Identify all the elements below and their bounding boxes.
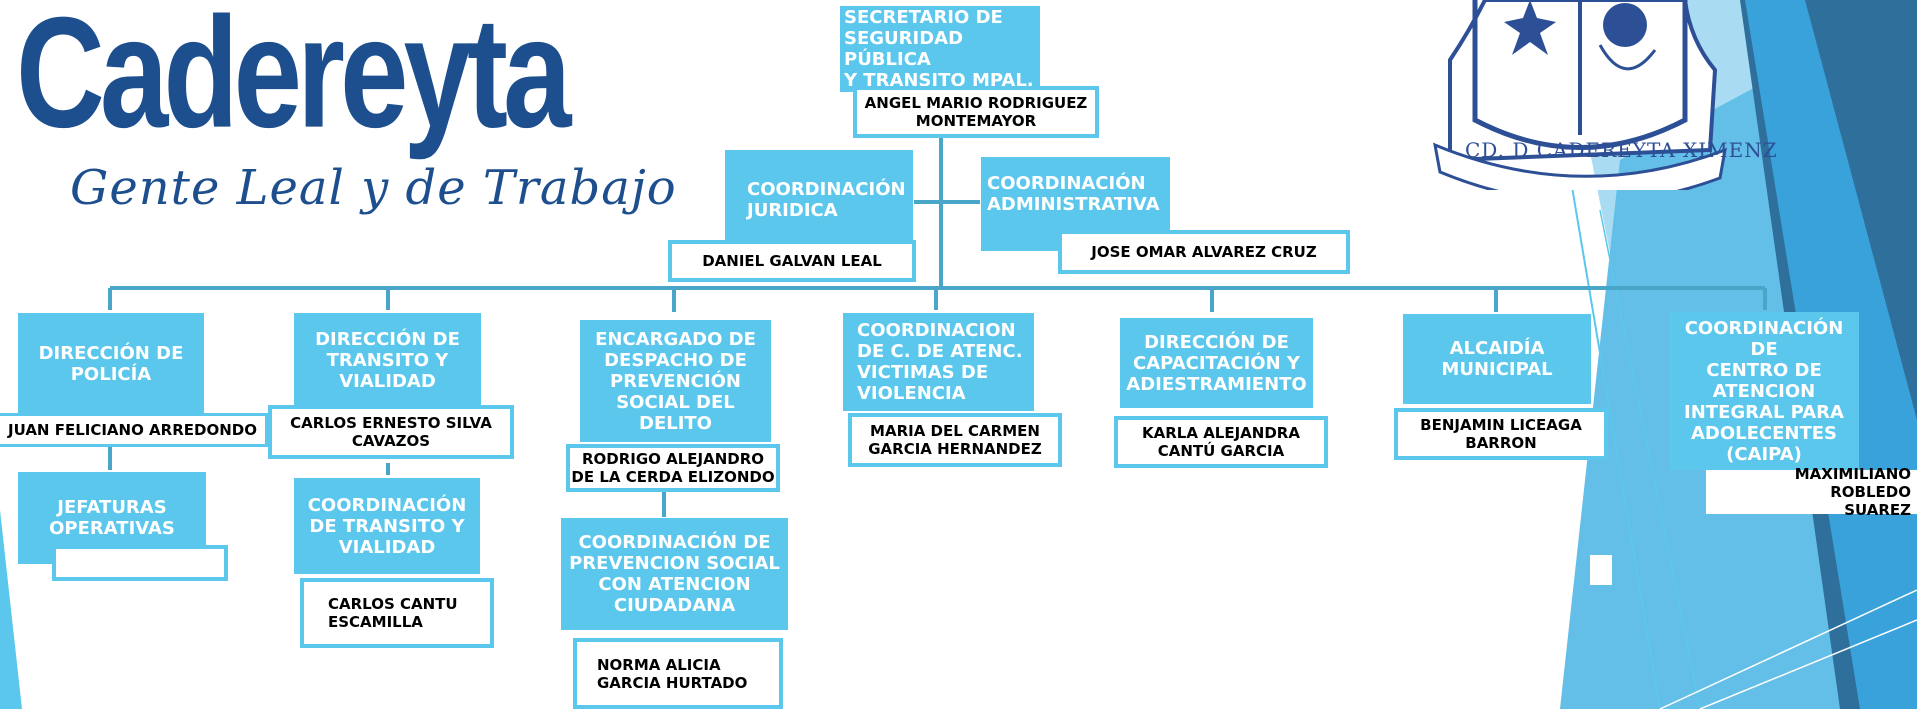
- unit-policia-box: DIRECCIÓN DE POLICÍA: [18, 313, 204, 415]
- star-icon: [1504, 0, 1556, 55]
- subunit-transito-title: COORDINACIÓN DE TRANSITO Y VIALIDAD: [307, 494, 467, 558]
- unit-transito-box: DIRECCIÓN DE TRANSITO Y VIALIDAD: [294, 313, 481, 407]
- deco-line: [1699, 619, 1917, 709]
- municipal-seal: [1433, 0, 1727, 190]
- subunit-jefaturas-name-tag: [52, 545, 228, 581]
- unit-capacitacion-name-tag: KARLA ALEJANDRA CANTÚ GARCIA: [1114, 416, 1328, 468]
- unit-alcaidia-box: ALCAIDÍA MUNICIPAL: [1403, 314, 1591, 404]
- unit-capacitacion-box: DIRECCIÓN DE CAPACITACIÓN Y ADIESTRAMIEN…: [1120, 318, 1313, 408]
- unit-alcaidia-name-tag: BENJAMIN LICEAGA BARRON: [1394, 408, 1608, 460]
- unit-victimas-box: COORDINACION DE C. DE ATENC. VICTIMAS DE…: [843, 313, 1034, 411]
- staff-juridica-name-tag: DANIEL GALVAN LEAL: [668, 240, 916, 282]
- unit-caipa-box: COORDINACIÓN DE CENTRO DE ATENCION INTEG…: [1669, 312, 1859, 470]
- subunit-transito-name-tag: CARLOS CANTU ESCAMILLA: [300, 578, 494, 648]
- seal-ribbon-text: CD. D CADEREYTA XIMENZ: [1465, 138, 1778, 162]
- unit-transito-name-tag: CARLOS ERNESTO SILVA CAVAZOS: [268, 405, 514, 459]
- staff-administrativa-title: COORDINACIÓN ADMINISTRATIVA: [987, 173, 1160, 215]
- staff-juridica-box: COORDINACIÓN JURIDICA: [725, 150, 913, 250]
- head-title: SECRETARIO DE SEGURIDAD PÚBLICA Y TRANSI…: [844, 7, 1034, 91]
- unit-prevencion-name-tag: RODRIGO ALEJANDRO DE LA CERDA ELIZONDO: [566, 444, 780, 492]
- subunit-prevencion-title: COORDINACIÓN DE PREVENCION SOCIAL CON AT…: [569, 532, 780, 616]
- deco-left-shard: [0, 510, 22, 709]
- subunit-prevencion-name-tag: NORMA ALICIA GARCIA HURTADO: [573, 638, 783, 709]
- deco-line: [1659, 589, 1917, 709]
- unit-prevencion-title: ENCARGADO DE DESPACHO DE PREVENCIÓN SOCI…: [595, 328, 756, 434]
- staff-juridica-title: COORDINACIÓN JURIDICA: [747, 179, 906, 221]
- logo-wordmark: Cadereyta: [16, 0, 571, 161]
- deco-line: [1569, 174, 1661, 709]
- unit-victimas-name-tag: MARIA DEL CARMEN GARCIA HERNANDEZ: [848, 413, 1062, 467]
- unit-caipa-title: COORDINACIÓN DE CENTRO DE ATENCION INTEG…: [1684, 317, 1844, 465]
- head-title-box: SECRETARIO DE SEGURIDAD PÚBLICA Y TRANSI…: [840, 6, 1040, 92]
- subunit-prevencion-box: COORDINACIÓN DE PREVENCION SOCIAL CON AT…: [561, 518, 788, 630]
- subunit-transito-box: COORDINACIÓN DE TRANSITO Y VIALIDAD: [294, 478, 480, 574]
- deco-line: [1599, 209, 1701, 709]
- head-name-tag: ANGEL MARIO RODRIGUEZ MONTEMAYOR: [853, 86, 1099, 138]
- unit-transito-title: DIRECCIÓN DE TRANSITO Y VIALIDAD: [315, 328, 460, 392]
- unit-caipa-name-tag: MAXIMILIANO ROBLEDO SUAREZ: [1706, 465, 1917, 519]
- unit-victimas-title: COORDINACION DE C. DE ATENC. VICTIMAS DE…: [857, 320, 1023, 404]
- unit-capacitacion-title: DIRECCIÓN DE CAPACITACIÓN Y ADIESTRAMIEN…: [1126, 331, 1307, 395]
- unit-prevencion-box: ENCARGADO DE DESPACHO DE PREVENCIÓN SOCI…: [580, 320, 771, 442]
- unit-policia-name-tag: JUAN FELICIANO ARREDONDO: [0, 413, 268, 447]
- logo-slogan: Gente Leal y de Trabajo: [70, 160, 677, 216]
- deco-white-bar: [1590, 555, 1612, 585]
- staff-administrativa-name-tag: JOSE OMAR ALVAREZ CRUZ: [1058, 230, 1350, 274]
- unit-alcaidia-title: ALCAIDÍA MUNICIPAL: [1441, 338, 1553, 380]
- unit-policia-title: DIRECCIÓN DE POLICÍA: [38, 343, 184, 385]
- subunit-jefaturas-title: JEFATURAS OPERATIVAS: [49, 497, 175, 539]
